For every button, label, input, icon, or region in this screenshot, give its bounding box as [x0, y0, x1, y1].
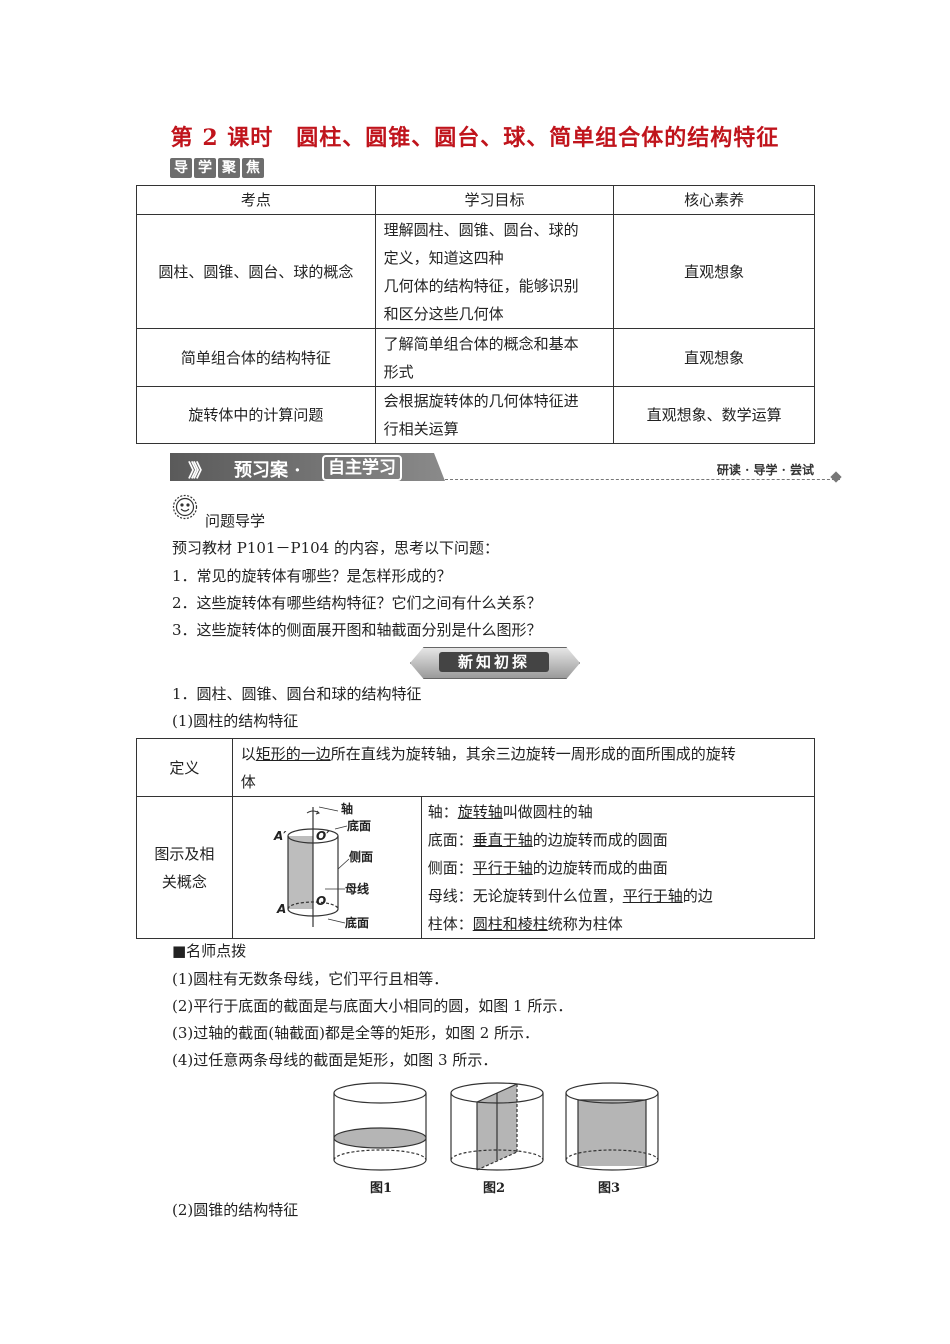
- header-cell: 考点: [136, 185, 376, 215]
- concept-line: 柱体：圆柱和棱柱统称为柱体: [427, 914, 623, 933]
- goal-cell: 了解简单组合体的概念和基本 形式: [374, 328, 615, 387]
- bottom-base-label: 底面: [345, 915, 369, 930]
- tip-item: (4)过任意两条母线的截面是矩形，如图 3 所示．: [172, 1051, 498, 1069]
- header-cell: 核心素养: [613, 185, 815, 215]
- definition-cell: 以矩形的一边所在直线为旋转轴，其余三边旋转一周形成的面所围成的旋转 体: [231, 738, 816, 797]
- figure-label-cell: 图示及相 关概念: [136, 796, 233, 939]
- point-label: A: [276, 902, 286, 916]
- preview-banner: 》》 预习案 · 自主学习 研读 · 导学 · 尝试: [170, 453, 842, 483]
- point-label: A′: [273, 829, 287, 843]
- tip-item: (3)过轴的截面(轴截面)都是全等的矩形，如图 2 所示．: [172, 1024, 540, 1042]
- banner-divider: [445, 479, 840, 480]
- cylinder-table: 定义 以矩形的一边所在直线为旋转轴，其余三边旋转一周形成的面所围成的旋转 体 图…: [136, 738, 816, 939]
- tag-char: 学: [194, 158, 216, 178]
- subsection-heading: (2)圆锥的结构特征: [172, 1201, 299, 1219]
- figure-2-cylinder: [450, 1082, 544, 1171]
- question-guide-intro: 预习教材 P101－P104 的内容，思考以下问题：: [172, 539, 499, 557]
- literacy-cell: 直观想象、数学运算: [613, 386, 815, 444]
- definition-key-term: 矩形的一边: [255, 744, 331, 763]
- literacy-cell: 直观想象: [613, 214, 815, 329]
- table-row: 旋转体中的计算问题 会根据旋转体的几何体特征进 行相关运算 直观想象、数学运算: [136, 386, 815, 444]
- tag-char: 焦: [242, 158, 264, 178]
- banner-boxed-title: 自主学习: [322, 455, 402, 481]
- figure-3-cylinder: [565, 1082, 659, 1171]
- section-tag: 导 学 聚 焦: [170, 158, 264, 178]
- goal-cell: 理解圆柱、圆锥、圆台、球的 定义，知道这四种 几何体的结构特征，能够识别 和区分…: [374, 214, 615, 329]
- diamond-icon: [830, 471, 842, 483]
- smiley-icon: [172, 494, 198, 520]
- axis-label: 轴: [341, 801, 353, 816]
- top-base-label: 底面: [347, 818, 371, 833]
- point-cell: 圆柱、圆锥、圆台、球的概念: [136, 214, 376, 329]
- double-chevron-icon: 》》: [188, 461, 211, 482]
- concept-line: 轴：旋转轴叫做圆柱的轴: [427, 802, 593, 821]
- table-row: 定义 以矩形的一边所在直线为旋转轴，其余三边旋转一周形成的面所围成的旋转 体: [136, 738, 816, 797]
- side-label: 侧面: [349, 849, 373, 864]
- definition-text: 体: [240, 772, 256, 791]
- figure-1-cylinder: [333, 1082, 427, 1171]
- point-cell: 简单组合体的结构特征: [136, 328, 376, 387]
- question-guide-heading: 问题导学: [205, 512, 266, 530]
- banner-subtitle: 研读 · 导学 · 尝试: [716, 463, 814, 477]
- goal-line: 了解简单组合体的概念和基本: [383, 334, 579, 353]
- new-knowledge-banner: 新知初探: [410, 647, 580, 679]
- tag-char: 聚: [218, 158, 240, 178]
- subsection-heading: (1)圆柱的结构特征: [172, 712, 299, 730]
- definition-label: 定义: [136, 738, 233, 797]
- point-label: O: [316, 894, 326, 908]
- banner-background: [170, 453, 445, 481]
- goal-line: 定义，知道这四种: [383, 248, 504, 267]
- concept-line: 底面：垂直于轴的边旋转而成的圆面: [427, 830, 668, 849]
- definition-text: 所在直线为旋转轴，其余三边旋转一周形成的面所围成的旋转: [330, 744, 736, 763]
- literacy-cell: 直观想象: [613, 328, 815, 387]
- figure-caption: 图1: [370, 1181, 393, 1196]
- concept-line: 母线：无论旋转到什么位置，平行于轴的边: [427, 886, 713, 905]
- figure-caption: 图3: [598, 1181, 621, 1196]
- table-row: 圆柱、圆锥、圆台、球的概念 理解圆柱、圆锥、圆台、球的 定义，知道这四种 几何体…: [136, 214, 815, 329]
- question-item: 1．常见的旋转体有哪些？是怎样形成的？: [172, 567, 452, 585]
- tip-item: (1)圆柱有无数条母线，它们平行且相等．: [172, 970, 449, 988]
- objectives-table: 考点 学习目标 核心素养 圆柱、圆锥、圆台、球的概念 理解圆柱、圆锥、圆台、球的…: [136, 185, 815, 444]
- concept-line: 侧面：平行于轴的边旋转而成的曲面: [427, 858, 668, 877]
- generatrix-label: 母线: [345, 881, 369, 896]
- header-cell: 学习目标: [374, 185, 615, 215]
- tips-heading: ■名师点拨: [172, 942, 247, 960]
- question-item: 2．这些旋转体有哪些结构特征？它们之间有什么关系？: [172, 594, 542, 612]
- tag-char: 导: [170, 158, 192, 178]
- figure-label-line: 图示及相: [154, 844, 215, 863]
- table-row: 简单组合体的结构特征 了解简单组合体的概念和基本 形式 直观想象: [136, 328, 815, 387]
- concepts-cell: 轴：旋转轴叫做圆柱的轴 底面：垂直于轴的边旋转而成的圆面 侧面：平行于轴的边旋转…: [420, 796, 816, 939]
- cylinder-figure-cell: 轴 底面 侧面 母线 底面 A′ O′ A O: [231, 796, 422, 939]
- tip-item: (2)平行于底面的截面是与底面大小相同的圆，如图 1 所示．: [172, 997, 573, 1015]
- figure-caption: 图2: [483, 1181, 506, 1196]
- question-item: 3．这些旋转体的侧面展开图和轴截面分别是什么图形？: [172, 621, 542, 639]
- definition-text: 以: [240, 744, 256, 763]
- goal-line: 形式: [383, 362, 414, 381]
- goal-line: 行相关运算: [383, 420, 459, 438]
- figure-label-line: 关概念: [161, 872, 207, 891]
- goal-cell: 会根据旋转体的几何体特征进 行相关运算: [374, 386, 615, 444]
- point-cell: 旋转体中的计算问题: [136, 386, 376, 444]
- page-title: 第 2 课时 圆柱、圆锥、圆台、球、简单组合体的结构特征: [170, 125, 780, 151]
- new-knowledge-label: 新知初探: [439, 652, 549, 672]
- point-label: O′: [316, 829, 330, 843]
- banner-title: 预习案 ·: [234, 460, 301, 481]
- table-row: 图示及相 关概念: [136, 796, 816, 939]
- table-header-row: 考点 学习目标 核心素养: [136, 185, 815, 215]
- goal-line: 几何体的结构特征，能够识别: [383, 276, 579, 295]
- cylinder-diagram: 轴 底面 侧面 母线 底面 A′ O′ A O: [273, 801, 373, 930]
- section-heading: 1．圆柱、圆锥、圆台和球的结构特征: [172, 685, 422, 703]
- goal-line: 理解圆柱、圆锥、圆台、球的: [383, 220, 579, 239]
- goal-line: 会根据旋转体的几何体特征进: [383, 392, 579, 410]
- goal-line: 和区分这些几何体: [383, 304, 504, 323]
